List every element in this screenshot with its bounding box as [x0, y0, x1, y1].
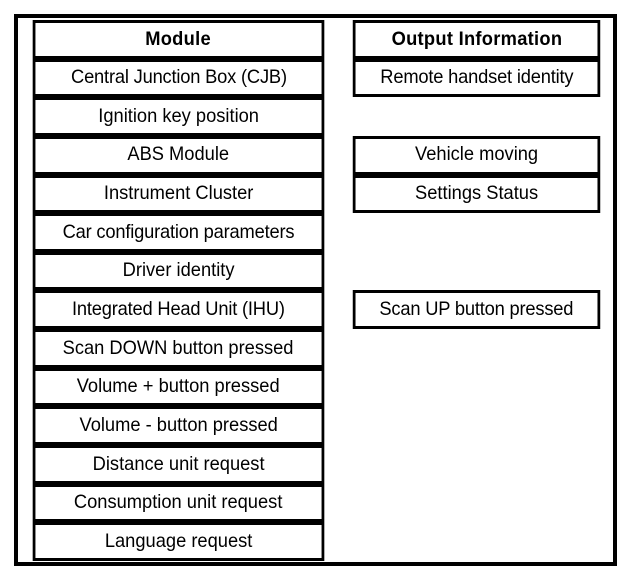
table-cell-output-empty	[353, 368, 600, 407]
table-cell-module: Scan DOWN button pressed	[32, 329, 325, 368]
table-cell-output: Remote handset identity	[352, 58, 601, 98]
table-cell-module-label: Scan DOWN button pressed	[63, 336, 294, 359]
table-cell-output: Scan UP button pressed	[352, 290, 601, 330]
table-row: Language request	[20, 522, 612, 561]
table-cell-output-label: Remote handset identity	[379, 66, 574, 89]
table-cell-output-empty	[353, 252, 600, 291]
table-row: Central Junction Box (CJB) Remote handset…	[20, 58, 612, 98]
table-cell-module: Distance unit request	[32, 445, 325, 484]
table-row: ABS Module Vehicle moving	[20, 135, 612, 175]
table-cell-module-label: Central Junction Box (CJB)	[70, 66, 287, 89]
table-row: Scan DOWN button pressed	[20, 329, 612, 368]
table-header-cell-output: Output Information	[352, 20, 601, 59]
table-header-row: Module Output Information	[20, 20, 612, 59]
table-cell-output-wrapper: Vehicle moving	[342, 135, 612, 175]
table-cell-output-wrapper: Scan UP button pressed	[342, 290, 612, 330]
table-header-cell-module: Module	[32, 20, 325, 59]
table-cell-module-wrapper: Instrument Cluster	[20, 174, 342, 214]
table-cell-output-empty	[353, 213, 600, 252]
table-cell-module-label: Driver identity	[122, 259, 235, 282]
table-row: Instrument Cluster Settings Status	[20, 174, 612, 214]
table-cell-module-wrapper: ABS Module	[20, 135, 342, 175]
table-row: Volume + button pressed	[20, 367, 612, 407]
table-cell-output-label: Settings Status	[414, 182, 539, 205]
table-cell-module: Ignition key position	[32, 97, 325, 136]
table-cell-module-label: Volume - button pressed	[79, 413, 278, 436]
table-cell-module-wrapper: Scan DOWN button pressed	[20, 329, 342, 368]
table-cell-output-wrapper	[342, 97, 612, 136]
table-cell-output-label: Vehicle moving	[414, 143, 539, 166]
table-cell-module: Integrated Head Unit (IHU)	[32, 290, 325, 330]
table-header-cell-module-wrapper: Module	[20, 20, 342, 59]
table-cell-output-empty	[353, 445, 600, 484]
table-cell-module-label: Integrated Head Unit (IHU)	[72, 298, 285, 321]
table-cell-output-wrapper	[342, 484, 612, 523]
table-cell-output: Settings Status	[352, 174, 601, 214]
table-cell-output-wrapper	[342, 329, 612, 368]
table-cell-module-wrapper: Integrated Head Unit (IHU)	[20, 290, 342, 330]
table-cell-module: Driver identity	[32, 251, 325, 291]
table-cell-module-wrapper: Ignition key position	[20, 97, 342, 136]
table-cell-module-wrapper: Language request	[20, 522, 342, 561]
table-cell-output-empty	[353, 406, 600, 445]
table-row: Consumption unit request	[20, 483, 612, 523]
table-cell-module-label: Instrument Cluster	[103, 182, 254, 205]
table-cell-module-label: Ignition key position	[98, 104, 259, 127]
table-cell-module: Language request	[32, 522, 325, 561]
table-cell-module: Volume + button pressed	[32, 367, 325, 407]
table-cell-module-label: Consumption unit request	[74, 491, 283, 514]
table-cell-module: Central Junction Box (CJB)	[32, 58, 325, 98]
table-cell-module: ABS Module	[32, 135, 325, 175]
table-row: Integrated Head Unit (IHU) Scan UP button…	[20, 290, 612, 330]
table-cell-output-empty	[353, 484, 600, 523]
table-cell-module-label: Distance unit request	[92, 452, 265, 475]
table-cell-output-empty	[353, 97, 600, 136]
table-cell-module-label: Car configuration parameters	[62, 220, 295, 243]
table-header-cell-output-wrapper: Output Information	[342, 20, 612, 59]
table-header-label-output: Output Information	[391, 27, 562, 50]
table-row: Driver identity	[20, 251, 612, 291]
table-cell-module-wrapper: Volume + button pressed	[20, 367, 342, 407]
table-cell-output-wrapper: Settings Status	[342, 174, 612, 214]
table-cell-output-wrapper	[342, 445, 612, 484]
table-cell-output-wrapper	[342, 252, 612, 291]
table-cell-module: Instrument Cluster	[32, 174, 325, 214]
table-cell-module: Consumption unit request	[32, 483, 325, 523]
table-cell-output-wrapper	[342, 522, 612, 561]
table-cell-module-wrapper: Volume - button pressed	[20, 406, 342, 446]
table-row: Distance unit request	[20, 445, 612, 484]
table-cell-module: Volume - button pressed	[32, 406, 325, 446]
table-cell-output-label: Scan UP button pressed	[379, 298, 574, 321]
table-cell-module-wrapper: Driver identity	[20, 251, 342, 291]
table-cell-output-wrapper	[342, 213, 612, 252]
table-cell-module-wrapper: Central Junction Box (CJB)	[20, 58, 342, 98]
table-cell-output-wrapper: Remote handset identity	[342, 58, 612, 98]
table-cell-output-empty	[353, 522, 600, 561]
module-output-table: Module Output Information Central Juncti…	[14, 14, 617, 566]
table-row: Ignition key position	[20, 97, 612, 136]
table-row: Volume - button pressed	[20, 406, 612, 446]
table-cell-output-wrapper	[342, 406, 612, 445]
table-cell-output: Vehicle moving	[352, 135, 601, 175]
table-cell-module-label: Language request	[104, 529, 253, 552]
table-cell-output-wrapper	[342, 368, 612, 407]
table-row: Car configuration parameters	[20, 213, 612, 252]
table-cell-module-wrapper: Distance unit request	[20, 445, 342, 484]
table-cell-module-label: ABS Module	[127, 143, 230, 166]
table-body: Module Output Information Central Juncti…	[18, 18, 613, 562]
table-cell-module-wrapper: Consumption unit request	[20, 483, 342, 523]
table-cell-module-label: Volume + button pressed	[77, 375, 280, 398]
table-cell-module: Car configuration parameters	[32, 213, 325, 252]
table-cell-module-wrapper: Car configuration parameters	[20, 213, 342, 252]
table-header-label-module: Module	[145, 27, 212, 50]
table-cell-output-empty	[353, 329, 600, 368]
